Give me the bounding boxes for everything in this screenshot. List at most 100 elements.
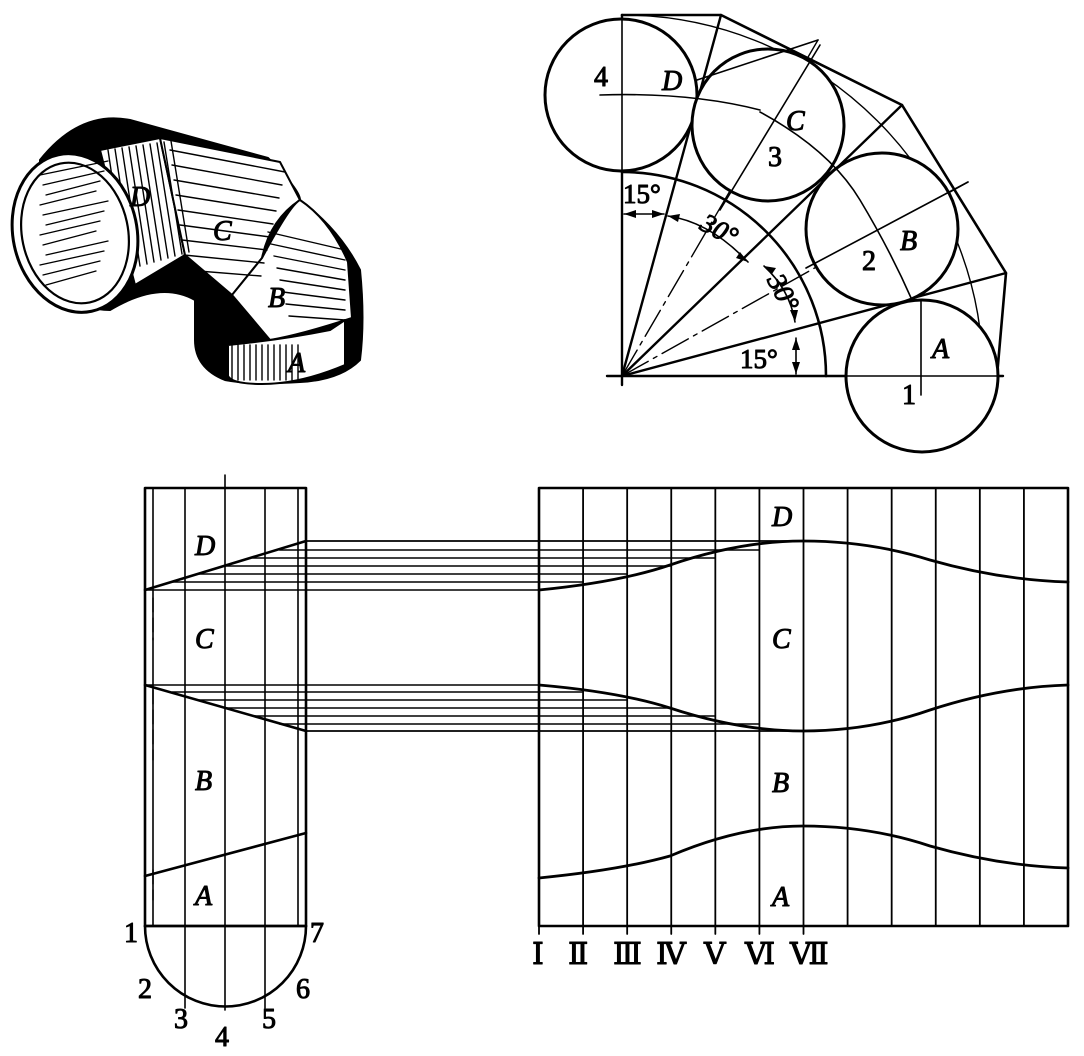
plan-section-2: 2 <box>862 246 876 277</box>
dev-col-6: Ⅵ <box>744 938 775 971</box>
iso-segment-b-hatching <box>267 231 346 321</box>
dev-label-d: D <box>771 502 792 533</box>
plan-outer-arc <box>621 14 984 377</box>
iso-hatch-line <box>185 269 262 277</box>
iso-hatch-line <box>135 145 155 263</box>
iso-hatch-line <box>177 209 274 225</box>
iso-open-end-inner <box>19 161 131 305</box>
iso-segment-c-hatching <box>169 149 286 277</box>
plan-circle-3-chord <box>696 39 819 81</box>
plan-section-1: 1 <box>902 380 916 411</box>
iso-hatch-line <box>149 143 169 259</box>
dev-col-2: Ⅱ <box>568 938 588 971</box>
elev-div-4: 4 <box>215 1022 229 1053</box>
iso-hatch-line <box>279 279 346 291</box>
elev-div-2: 2 <box>138 974 152 1005</box>
plan-radial-0 <box>620 13 723 378</box>
plan-dimension-arrows <box>624 210 800 374</box>
plan-center-arc-over-4 <box>599 93 761 111</box>
iso-inner-hatch-line <box>45 270 97 286</box>
projection-lines <box>145 540 803 732</box>
plan-label-b: B <box>900 226 917 257</box>
plan-radial-1 <box>620 103 904 378</box>
iso-hatch-line <box>171 164 283 186</box>
iso-hatch-line <box>128 146 148 265</box>
iso-hatch-line <box>285 303 346 311</box>
iso-hatch-line <box>288 315 346 321</box>
plan-label-c: C <box>786 106 805 137</box>
elev-label-a: A <box>193 881 213 912</box>
elev-label-c: C <box>195 624 214 655</box>
iso-inner-hatch-line <box>45 180 101 196</box>
iso-inner-hatch-line <box>45 210 105 226</box>
iso-label-c: C <box>213 216 232 247</box>
elev-div-1: 1 <box>124 918 138 949</box>
dev-col-5: Ⅴ <box>703 938 727 971</box>
plan-label-d: D <box>661 66 682 97</box>
dev-col-3: Ⅲ <box>613 938 642 971</box>
iso-inner-hatch-line <box>42 200 109 216</box>
development-view: D C B A Ⅰ Ⅱ Ⅲ Ⅳ Ⅴ Ⅵ Ⅶ <box>532 486 1070 972</box>
plan-circle-2-axis <box>805 181 969 269</box>
plan-inner-arc <box>620 170 828 378</box>
elev-label-d: D <box>194 531 215 562</box>
iso-hatch-line <box>181 239 268 251</box>
plan-section-4: 4 <box>594 62 608 93</box>
iso-hatch-line <box>169 149 286 173</box>
iso-hatch-line <box>170 140 190 253</box>
iso-hatch-line <box>179 224 271 238</box>
elev-half-circle <box>143 924 308 1008</box>
iso-inner-hatch-line <box>39 250 105 266</box>
iso-hatch-line <box>175 194 277 212</box>
elev-div-5: 5 <box>262 1004 276 1035</box>
dev-label-b: B <box>772 768 789 799</box>
iso-hatch-line <box>276 267 346 281</box>
isometric-view: D C B A <box>10 117 364 385</box>
iso-label-a: A <box>286 348 306 379</box>
iso-label-d: D <box>129 182 150 213</box>
iso-hatch-line <box>282 291 346 301</box>
iso-inner-hatch-line <box>39 190 97 206</box>
dev-col-4: Ⅳ <box>656 938 687 971</box>
plan-angle-15-top: 15° <box>623 179 661 209</box>
iso-hatch-line <box>173 179 280 199</box>
iso-hatch-line <box>270 243 346 261</box>
plan-circle-2 <box>804 151 960 307</box>
elev-div-7: 7 <box>310 918 324 949</box>
dev-label-c: C <box>772 624 791 655</box>
iso-inner-hatch-line <box>39 160 109 176</box>
iso-inner-hatch-line <box>39 220 101 236</box>
iso-hatch-line <box>142 144 162 261</box>
iso-hatch-line <box>273 255 346 271</box>
plan-angle-30-upper: 30° <box>695 207 744 252</box>
elev-div-6: 6 <box>296 974 310 1005</box>
elev-div-3: 3 <box>174 1004 188 1035</box>
plan-angle-15-bottom: 15° <box>740 344 778 374</box>
dev-col-7: Ⅶ <box>789 938 829 971</box>
dev-label-a: A <box>770 882 790 913</box>
iso-inner-hatch-line <box>42 170 105 186</box>
plan-view: 15° 30° 30° 15° 4 3 2 1 D C B A <box>543 13 1008 454</box>
iso-inner-hatch-line <box>42 260 101 276</box>
plan-center-arc-over-3-2 <box>759 111 913 301</box>
iso-inner-hatch-line <box>42 230 97 246</box>
elevation-view: D C B A 1 2 3 4 5 6 7 <box>124 474 325 1054</box>
plan-section-3: 3 <box>768 142 782 173</box>
dev-curve-ab <box>537 824 1070 880</box>
plan-label-a: A <box>930 334 950 365</box>
elev-label-b: B <box>195 766 212 797</box>
dev-generator-lines <box>538 487 1025 935</box>
iso-inner-wall-hatching <box>39 160 109 286</box>
iso-hatch-line <box>156 142 176 257</box>
dev-col-1: Ⅰ <box>532 938 544 971</box>
dev-curve-cd <box>537 539 1070 592</box>
plan-radial-2 <box>620 271 1008 378</box>
plan-circle-3 <box>690 47 846 203</box>
dev-curve-bc <box>537 683 1070 733</box>
iso-hatch-line <box>183 254 265 264</box>
iso-hatch-line <box>267 231 346 251</box>
elev-joint-ab <box>143 831 308 878</box>
iso-hatch-line <box>163 141 183 255</box>
iso-inner-hatch-line <box>45 240 109 256</box>
